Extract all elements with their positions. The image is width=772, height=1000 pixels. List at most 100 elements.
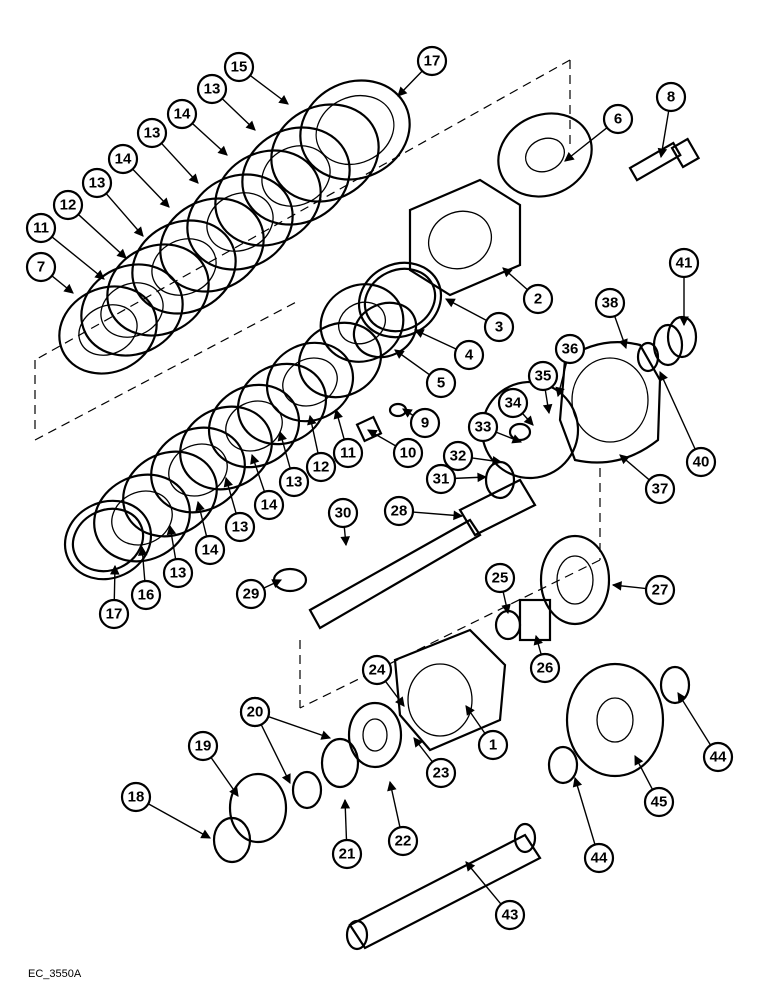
callout-bubble — [136, 117, 168, 149]
callout-number: 17 — [424, 53, 441, 70]
arrowhead — [110, 564, 120, 575]
retaining-plate — [497, 112, 593, 198]
callout-11: 11 — [25, 212, 105, 280]
arrowhead — [445, 298, 456, 308]
callout-number: 11 — [340, 445, 356, 462]
callout-17: 17 — [397, 45, 448, 97]
arrowhead — [320, 730, 332, 740]
callout-bubble — [387, 825, 419, 857]
callout-bubble — [416, 45, 448, 77]
clutch-housing — [480, 341, 662, 480]
callout-18: 18 — [120, 781, 211, 839]
callout-bubble — [361, 654, 393, 686]
arrowhead — [229, 786, 239, 797]
callout-bubble — [644, 473, 676, 505]
callout-number: 40 — [693, 454, 710, 471]
callout-25: 25 — [484, 562, 516, 615]
arrowhead — [679, 316, 689, 327]
callout-bubble — [130, 579, 162, 611]
callout-number: 14 — [261, 497, 278, 514]
callout-9: 9 — [402, 407, 441, 439]
callout-bubble — [467, 411, 499, 443]
callout-bubble — [120, 781, 152, 813]
leader-line — [465, 861, 502, 905]
leader-line — [574, 777, 596, 845]
callout-32: 32 — [442, 440, 503, 472]
callout-bubble — [668, 247, 700, 279]
callout-bubble — [685, 446, 717, 478]
arrowhead — [250, 453, 260, 465]
arrowhead — [397, 86, 408, 97]
callout-14: 14 — [194, 500, 226, 566]
callout-number: 33 — [475, 419, 492, 436]
callout-bubble — [702, 741, 734, 773]
gear-19 — [212, 772, 288, 864]
leader-line — [677, 692, 712, 746]
callout-4: 4 — [413, 329, 485, 371]
callout-number: 5 — [437, 375, 445, 392]
arrowhead — [619, 454, 630, 465]
arrowhead — [340, 798, 351, 809]
arrowhead — [217, 145, 228, 156]
callout-bubble — [52, 189, 84, 221]
callout-number: 35 — [535, 368, 552, 385]
callout-16: 16 — [130, 545, 162, 611]
callout-12: 12 — [52, 189, 127, 259]
callout-bubble — [25, 251, 57, 283]
spacer-ring — [494, 609, 522, 641]
arrowhead — [333, 408, 343, 420]
callout-26: 26 — [529, 634, 561, 684]
leader-line — [260, 724, 291, 784]
arrowhead — [572, 776, 583, 788]
callout-bubble — [425, 367, 457, 399]
arrowhead — [465, 861, 476, 872]
arrowhead — [564, 151, 575, 162]
callout-11: 11 — [332, 408, 364, 469]
callout-number: 13 — [232, 519, 249, 536]
callout-number: 1 — [489, 737, 497, 754]
callout-number: 28 — [391, 503, 408, 520]
callout-bubble — [453, 339, 485, 371]
callout-number: 13 — [89, 175, 106, 192]
arrowhead — [245, 120, 256, 131]
arrowhead — [133, 226, 144, 237]
arrowhead — [659, 370, 668, 382]
leader-line — [267, 715, 331, 739]
callout-number: 12 — [60, 197, 77, 214]
arrowhead — [195, 500, 205, 512]
arrowhead — [166, 524, 177, 536]
callout-30: 30 — [327, 497, 359, 547]
callout-bubble — [166, 98, 198, 130]
callout-bubble — [594, 287, 626, 319]
callout-bubble — [239, 696, 271, 728]
callout-38: 38 — [594, 287, 628, 350]
callout-bubble — [107, 143, 139, 175]
callout-bubble — [644, 574, 676, 606]
upper-clutch-disc-stack — [58, 79, 411, 375]
callout-bubble — [494, 899, 526, 931]
arrowhead — [523, 415, 534, 426]
callout-number: 8 — [667, 89, 675, 106]
callout-number: 14 — [202, 542, 219, 559]
callout-bubble — [497, 387, 529, 419]
assembly-boundary-upper — [34, 59, 571, 430]
callout-40: 40 — [659, 370, 717, 478]
callout-number: 18 — [128, 789, 145, 806]
callout-layer: 1234567891011111212131313131313141414141… — [25, 45, 734, 931]
callout-10: 10 — [367, 429, 424, 469]
callout-15: 15 — [223, 51, 289, 105]
callout-13: 13 — [277, 430, 310, 498]
callout-number: 24 — [369, 662, 386, 679]
arrowhead — [465, 705, 475, 716]
callout-number: 21 — [339, 846, 356, 863]
callout-number: 16 — [138, 587, 155, 604]
callout-bubble — [602, 103, 634, 135]
leader-line — [51, 236, 105, 280]
callout-bubble — [442, 440, 474, 472]
callout-14: 14 — [250, 453, 285, 521]
output-shaft — [345, 822, 542, 951]
callout-number: 2 — [534, 291, 542, 308]
callout-13: 13 — [223, 476, 256, 543]
callout-bubble — [253, 489, 285, 521]
